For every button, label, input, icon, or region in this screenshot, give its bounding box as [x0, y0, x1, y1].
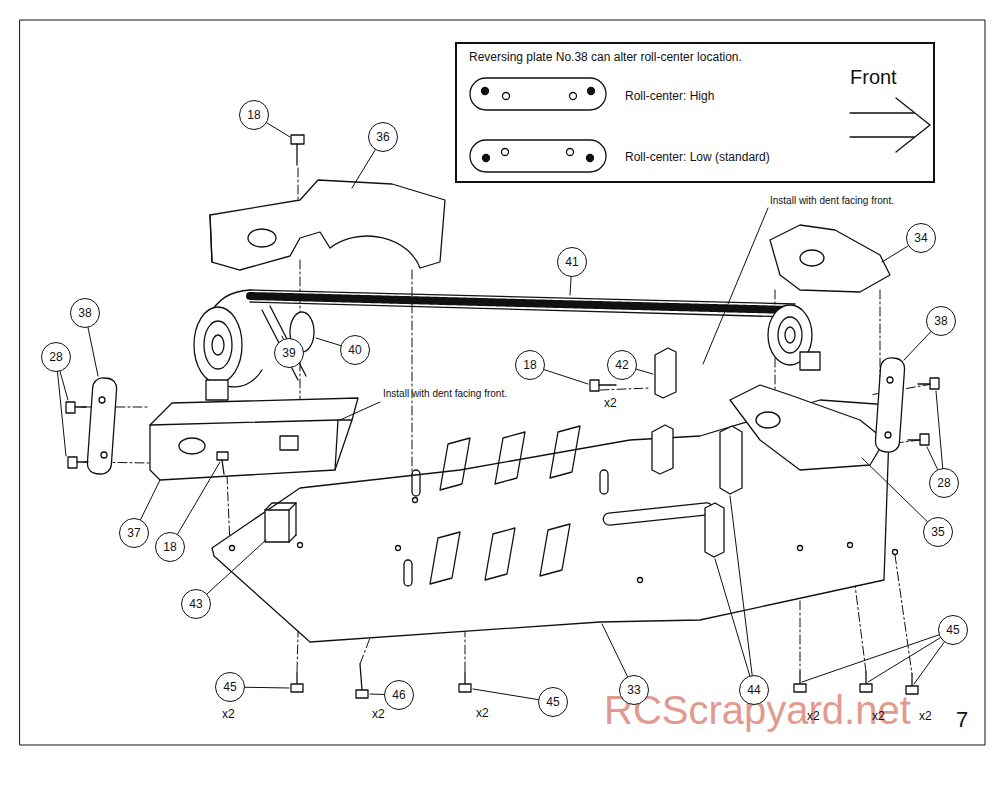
- callout-number: 40: [348, 344, 361, 356]
- callout-number: 18: [163, 541, 176, 553]
- callout-number: 45: [223, 681, 236, 693]
- front-arrow: [850, 98, 930, 152]
- callout-circle: 38: [70, 298, 100, 328]
- callout-number: 34: [914, 232, 927, 244]
- callout-circle: 18: [515, 350, 545, 380]
- rear-bulkhead-upper: [210, 180, 445, 270]
- callout-circle: 35: [923, 517, 953, 547]
- callout-circle: 45: [938, 615, 968, 645]
- callout-number: 41: [565, 256, 578, 268]
- callout-circle: 39: [274, 338, 304, 368]
- callout-number: 38: [934, 315, 947, 327]
- quantity-label: x2: [604, 397, 617, 410]
- callout-number: 18: [523, 359, 536, 371]
- quantity-label: x2: [222, 708, 235, 721]
- callout-number: 28: [49, 351, 62, 363]
- note-title: Reversing plate No.38 can alter roll-cen…: [469, 50, 742, 64]
- page-frame: [20, 20, 985, 745]
- screws: [66, 135, 939, 698]
- callout-circle: 36: [368, 122, 398, 152]
- callout-circle: 37: [119, 518, 149, 548]
- callout-circle: 38: [926, 306, 956, 336]
- front-bulkheads: [730, 225, 890, 470]
- callout-circle: 46: [384, 680, 414, 710]
- plate-samples: [470, 78, 606, 172]
- note-entry: Roll-center: Low (standard): [625, 150, 770, 164]
- front-pulley: [768, 305, 820, 370]
- assembly-lines: [82, 168, 932, 674]
- callout-circle: 40: [340, 335, 370, 365]
- note-box: Reversing plate No.38 can alter roll-cen…: [455, 42, 935, 183]
- quantity-label: x2: [872, 710, 885, 723]
- callout-circle: 33: [619, 675, 649, 705]
- callout-circle: 42: [607, 350, 637, 380]
- callout-number: 33: [627, 684, 640, 696]
- note-entry: Roll-center: High: [625, 89, 714, 103]
- quantity-label: x2: [807, 710, 820, 723]
- callout-number: 44: [747, 684, 760, 696]
- page-number: 7: [956, 708, 968, 732]
- drive-belt: [204, 290, 795, 387]
- callout-circle: 18: [155, 532, 185, 562]
- callout-number: 37: [127, 527, 140, 539]
- callout-circle: 34: [906, 223, 936, 253]
- callout-circle: 18: [239, 100, 269, 130]
- callout-circle: 41: [557, 247, 587, 277]
- callout-number: 28: [937, 477, 950, 489]
- callout-number: 46: [392, 689, 405, 701]
- quantity-label: x2: [919, 710, 932, 723]
- callout-number: 43: [189, 598, 202, 610]
- leader-lines: [56, 115, 953, 702]
- quantity-label: x2: [372, 708, 385, 721]
- quantity-label: x2: [476, 707, 489, 720]
- callout-number: 42: [615, 359, 628, 371]
- callout-circle: 44: [739, 675, 769, 705]
- direction-label: Front: [850, 66, 897, 88]
- callout-number: 35: [931, 526, 944, 538]
- callout-circle: 43: [181, 589, 211, 619]
- callout-circle: 45: [215, 672, 245, 702]
- callout-number: 38: [78, 307, 91, 319]
- rear-bulkhead-lower: [150, 398, 358, 542]
- note-label: Install with dent facing front.: [383, 388, 507, 399]
- callout-circle: 28: [41, 342, 71, 372]
- callout-number: 18: [247, 109, 260, 121]
- callout-number: 45: [546, 696, 559, 708]
- rear-pulley: [194, 306, 314, 400]
- braces-and-posts: [652, 348, 742, 557]
- callout-circle: 45: [538, 687, 568, 717]
- callout-number: 36: [376, 131, 389, 143]
- note-label: Install with dent facing front.: [770, 195, 894, 206]
- reversing-plates: [87, 357, 906, 474]
- callout-number: 39: [282, 347, 295, 359]
- callout-number: 45: [946, 624, 959, 636]
- callout-circle: 28: [929, 468, 959, 498]
